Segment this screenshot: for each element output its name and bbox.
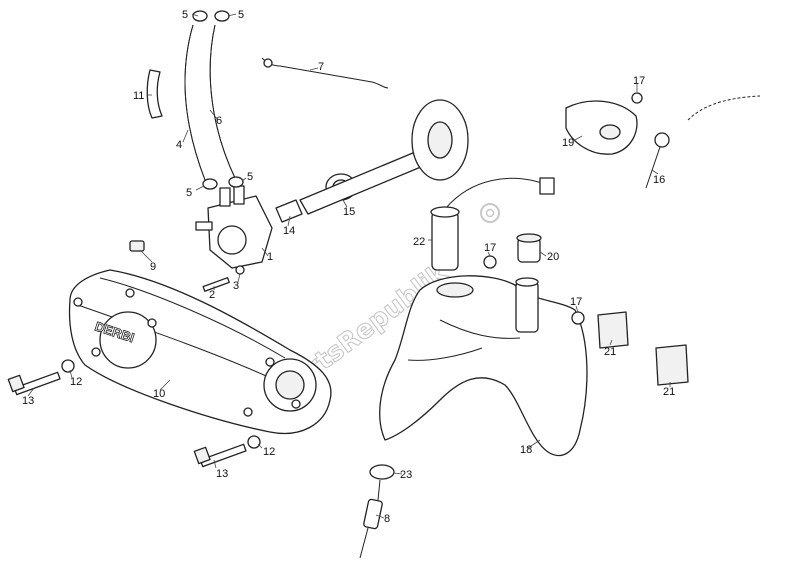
short-hose [146,69,163,119]
rubber-pad-lower [655,344,689,386]
fuel-pump [195,185,273,269]
nipple-fitting [275,199,303,223]
callout-17-tank: 17 [570,296,582,308]
callout-1: 1 [267,251,273,263]
callout-labels: 1 2 3 4 5 5 5 5 6 7 8 9 10 11 12 12 13 1… [22,9,675,525]
faded-fragment [687,95,761,121]
fuel-hose-left-inner [184,24,206,181]
callout-9: 9 [150,261,156,273]
pump-washer [235,265,245,275]
callout-8: 8 [384,513,390,525]
actuator-rod [261,57,389,89]
sensor-plug [539,177,555,195]
callout-3: 3 [233,280,239,292]
fuel-tank [379,275,588,457]
callout-13-b: 13 [216,468,228,480]
callout-7: 7 [318,61,324,73]
callout-21-lower: 21 [663,386,675,398]
callout-23: 23 [400,469,412,481]
callout-17-center: 17 [484,242,496,254]
drain-valve [359,479,383,559]
callout-18: 18 [520,444,532,456]
nut-17-center [483,255,497,269]
callout-6: 6 [216,115,222,127]
rod-end [263,58,273,68]
callout-17-top: 17 [633,75,645,87]
leader-lines [27,13,671,519]
callout-12-a: 12 [70,376,82,388]
pump-screw [202,277,230,292]
fuel-level-sensor [430,206,460,271]
nut-17-top [631,92,643,104]
rubber-pad-upper [597,311,629,349]
callout-22: 22 [413,236,425,248]
callout-5-a: 5 [182,9,188,21]
transmission-cover: DERBI [68,269,332,435]
retaining-clip [129,240,145,252]
watermark-gear-icon [480,203,500,223]
callout-13-a: 13 [22,395,34,407]
washer-lower [247,435,261,449]
tank-cover-cap [565,100,638,155]
callout-20: 20 [547,251,559,263]
callout-5-d: 5 [247,171,253,183]
filler-cap [516,233,542,263]
callout-16: 16 [653,174,665,186]
retaining-pin [645,132,670,189]
sensor-wire [445,177,551,209]
callout-4: 4 [176,139,182,151]
callout-5-c: 5 [186,187,192,199]
callout-11: 11 [133,90,144,102]
cover-bolt-lower [193,443,247,468]
callout-19: 19 [562,137,574,149]
fuel-hose-right [209,24,236,179]
hose-clamps [192,10,244,190]
callout-10: 10 [153,388,165,400]
callout-15: 15 [343,206,355,218]
callout-2: 2 [209,289,215,301]
callout-12-b: 12 [263,446,275,458]
nut-17-tank [571,311,585,325]
drive-shaft [299,99,469,215]
callout-5-b: 5 [238,9,244,21]
washer-upper [61,359,75,373]
cover-bolt-upper [7,371,61,396]
hose-clamp-23 [369,464,395,480]
callout-14: 14 [283,225,295,237]
fuel-hose-right-inner [209,24,236,179]
callout-21-upper: 21 [604,346,616,358]
